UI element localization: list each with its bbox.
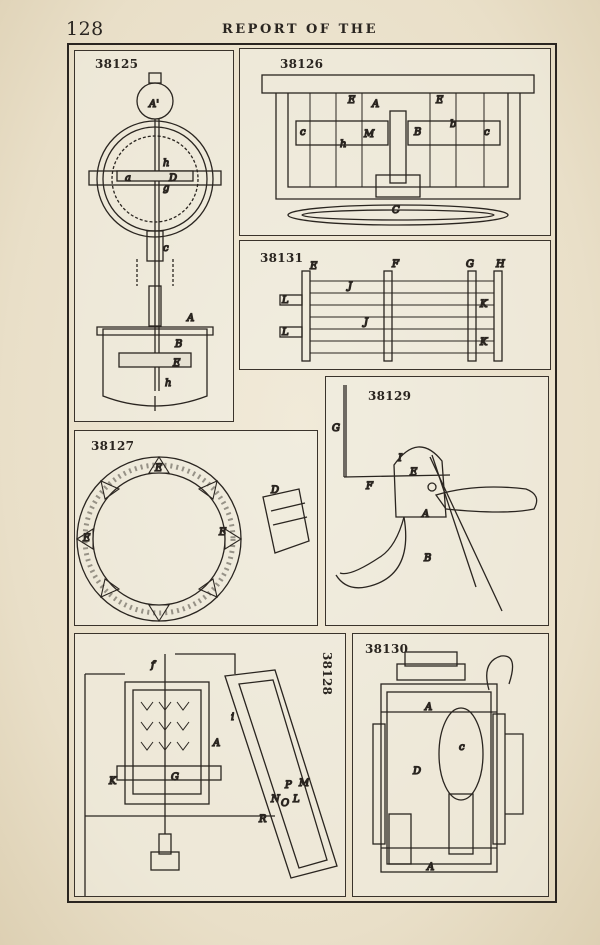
figure-38129-drawing: G I E F A B <box>331 385 538 612</box>
label-j: J <box>346 281 353 292</box>
figure-38128-panel: 38128 f i A K G M P L O N R <box>74 633 346 897</box>
label-o: O <box>281 798 289 809</box>
label-i: I <box>397 453 403 464</box>
label-h2: h <box>165 378 171 389</box>
label-l: L <box>292 794 300 805</box>
figure-38126-drawing: E A E c M B b c h C <box>261 74 535 226</box>
label-a: a <box>125 173 131 184</box>
label-g: G <box>332 423 340 434</box>
label-m: M <box>298 778 310 789</box>
label-e: E <box>172 358 181 369</box>
label-b-small: b <box>450 119 456 130</box>
figure-38125-drawing: A' h a D g c A B E h <box>88 72 222 411</box>
label-f: f <box>150 660 157 671</box>
label-g: g <box>163 183 169 194</box>
label-c-bottom: C <box>392 205 400 216</box>
figure-number: 38125 <box>95 57 139 71</box>
label-c2: c <box>484 127 490 138</box>
label-a-top: A <box>424 702 432 713</box>
label-m: M <box>363 129 375 140</box>
figure-38131-drawing: E F G H J L K J L K <box>279 258 506 362</box>
label-h: H <box>495 259 505 270</box>
label-b: B <box>413 127 421 138</box>
label-n: N <box>270 794 281 805</box>
label-e2: E <box>435 95 444 106</box>
label-c: c <box>459 742 465 753</box>
label-a: A <box>421 509 429 520</box>
label-j2: J <box>362 317 369 328</box>
label-k: K <box>479 299 488 310</box>
figure-38128-drawing: f i A K G M P L O N R <box>84 653 338 896</box>
figure-number: 38130 <box>365 642 409 656</box>
label-e: E <box>309 261 318 272</box>
label-p: P <box>284 780 292 791</box>
label-i: i <box>231 712 234 723</box>
label-e-top: E <box>154 463 163 474</box>
label-a2: A <box>186 313 194 324</box>
figure-number: 38127 <box>91 439 135 453</box>
label-b: B <box>423 553 431 564</box>
label-a: A <box>212 738 220 749</box>
figure-38127-drawing: E E E D <box>75 455 310 623</box>
figure-38130-drawing: A c D A <box>372 651 524 874</box>
label-g: G <box>171 772 179 783</box>
label-a: A <box>371 99 379 110</box>
figure-38131-panel: 38131 E F G H J L K J L K <box>239 240 551 370</box>
figure-38129-panel: 38129 G I E F A B <box>325 376 549 626</box>
label-f: F <box>365 481 374 492</box>
label-e-left: E <box>82 533 91 544</box>
label-c: c <box>300 127 306 138</box>
figure-38130-panel: 38130 A c D A <box>352 633 549 897</box>
label-e-right: E <box>218 527 227 538</box>
label-d: D <box>412 766 421 777</box>
label-r: R <box>258 814 267 825</box>
figure-38127-panel: 38127 E E E D <box>74 430 318 626</box>
label-k: K <box>108 776 117 787</box>
label-l2: L <box>281 327 289 338</box>
page-number: 128 <box>66 18 104 40</box>
label-g: G <box>466 259 474 270</box>
label-l: L <box>281 295 289 306</box>
label-d: D <box>270 485 279 496</box>
label-c: c <box>163 243 169 254</box>
figure-38125-panel: 38125 A' h a D g c A B E h <box>74 50 234 422</box>
label-a-bottom: A <box>426 862 434 873</box>
label-e: E <box>347 95 356 106</box>
figure-number: 38126 <box>280 57 324 71</box>
running-head: REPORT OF THE <box>221 22 379 37</box>
label-f: F <box>391 259 400 270</box>
label-b: B <box>174 339 182 350</box>
label-h: h <box>340 139 346 150</box>
label-a-prime: A' <box>148 99 159 110</box>
plate-frame <box>67 43 557 903</box>
figure-38126-panel: 38126 E A E c M B b c h C <box>239 48 551 236</box>
label-e: E <box>409 467 418 478</box>
figure-number: 38131 <box>260 251 304 265</box>
label-h: h <box>163 158 169 169</box>
label-d: D <box>168 173 177 184</box>
figure-number: 38129 <box>368 389 412 403</box>
label-k2: K <box>479 337 488 348</box>
